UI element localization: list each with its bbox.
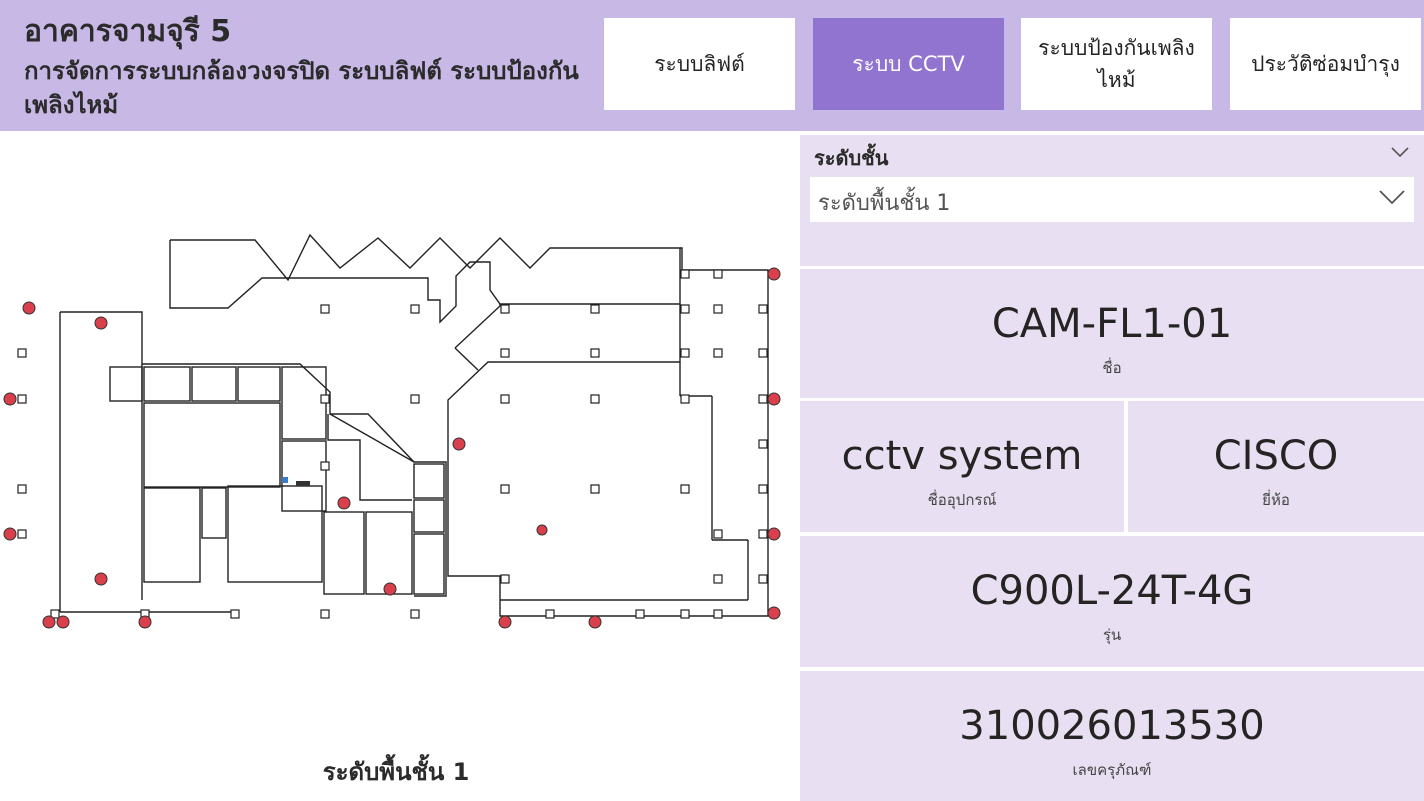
camera-marker[interactable] [767,527,781,541]
plan-wall [329,413,415,463]
plan-room [323,511,365,595]
camera-marker[interactable] [536,524,548,536]
plan-room [143,402,281,488]
equipment-marker [296,481,310,486]
card-device-label: ชื่ออุปกรณ์ [927,491,997,509]
plan-wall [447,247,769,617]
camera-marker[interactable] [3,392,17,406]
floor-dropdown-value: ระดับพื้นชั้น 1 [818,191,951,216]
floor-plan-svg [3,233,781,629]
chevron-down-icon [1378,187,1406,211]
plan-wall [454,304,501,349]
nav-button-maintenance-label: ประวัติซ่อมบำรุง [1251,52,1400,76]
equipment-marker [282,477,288,483]
camera-marker[interactable] [452,437,466,451]
card-brand: CISCO ยี่ห้อ [1128,401,1424,532]
building-title: อาคารจามจุรี 5 [24,14,232,49]
plan-room [227,485,323,583]
plan-room [143,487,201,583]
camera-marker[interactable] [767,267,781,281]
card-serial: 310026013530 เลขครุภัณฑ์ [800,671,1424,801]
floor-plan-map [0,230,800,644]
card-model-value: C900L-24T-4G [970,568,1254,614]
plan-room [413,463,445,499]
nav-button-cctv-label: ระบบ CCTV [852,52,965,76]
card-device: cctv system ชื่ออุปกรณ์ [800,401,1124,532]
plan-wall [327,414,412,501]
camera-marker[interactable] [56,615,70,629]
nav-button-cctv[interactable]: ระบบ CCTV [813,18,1004,110]
card-serial-value: 310026013530 [959,703,1265,749]
plan-wall [60,311,447,597]
plan-wall [169,233,681,324]
card-serial-label: เลขครุภัณฑ์ [1072,761,1152,779]
camera-marker[interactable] [42,615,56,629]
card-brand-label: ยี่ห้อ [1262,491,1290,509]
plan-wall [454,347,479,371]
card-model-label: รุ่น [1102,626,1122,644]
camera-marker[interactable] [767,392,781,406]
card-name: CAM-FL1-01 ชื่อ [800,269,1424,398]
header-bar: อาคารจามจุรี 5 การจัดการระบบกล้องวงจรปิด… [0,0,1424,131]
plan-room [237,366,281,402]
card-name-value: CAM-FL1-01 [991,301,1233,347]
nav-button-lift[interactable]: ระบบลิฟต์ [604,18,795,110]
nav-button-maintenance[interactable]: ประวัติซ่อมบำรุง [1230,18,1421,110]
page-subtitle: การจัดการระบบกล้องวงจรปิด ระบบลิฟต์ ระบบ… [24,57,579,119]
camera-marker[interactable] [138,615,152,629]
camera-marker[interactable] [3,527,17,541]
camera-marker[interactable] [94,316,108,330]
camera-marker[interactable] [337,496,351,510]
camera-marker[interactable] [94,572,108,586]
nav-button-fire-label: ระบบป้องกันเพลิงไหม้ [1038,36,1195,92]
card-brand-value: CISCO [1213,433,1339,479]
floor-dropdown[interactable]: ระดับพื้นชั้น 1 [810,177,1414,222]
map-floor-label: ระดับพื้นชั้น 1 [322,758,470,786]
plan-room [191,366,237,402]
card-model: C900L-24T-4G รุ่น [800,536,1424,667]
plan-room [109,366,143,402]
plan-room [413,533,445,595]
plan-room [365,511,413,595]
camera-marker[interactable] [588,615,602,629]
camera-markers [3,267,781,629]
slicer-title: ระดับชั้น [814,146,889,170]
nav-button-lift-label: ระบบลิฟต์ [654,52,745,76]
plan-room [281,440,327,512]
card-name-label: ชื่อ [1102,359,1122,377]
card-device-value: cctv system [841,433,1083,479]
column-markers [17,269,768,619]
plan-room [281,366,327,440]
camera-marker[interactable] [767,606,781,620]
plan-room [201,487,227,539]
nav-button-fire[interactable]: ระบบป้องกันเพลิงไหม้ [1021,18,1212,110]
plan-room [413,499,445,533]
plan-room [143,366,191,402]
camera-marker[interactable] [383,582,397,596]
camera-marker[interactable] [22,301,36,315]
camera-marker[interactable] [498,615,512,629]
collapse-chevron-icon[interactable] [1390,144,1410,163]
